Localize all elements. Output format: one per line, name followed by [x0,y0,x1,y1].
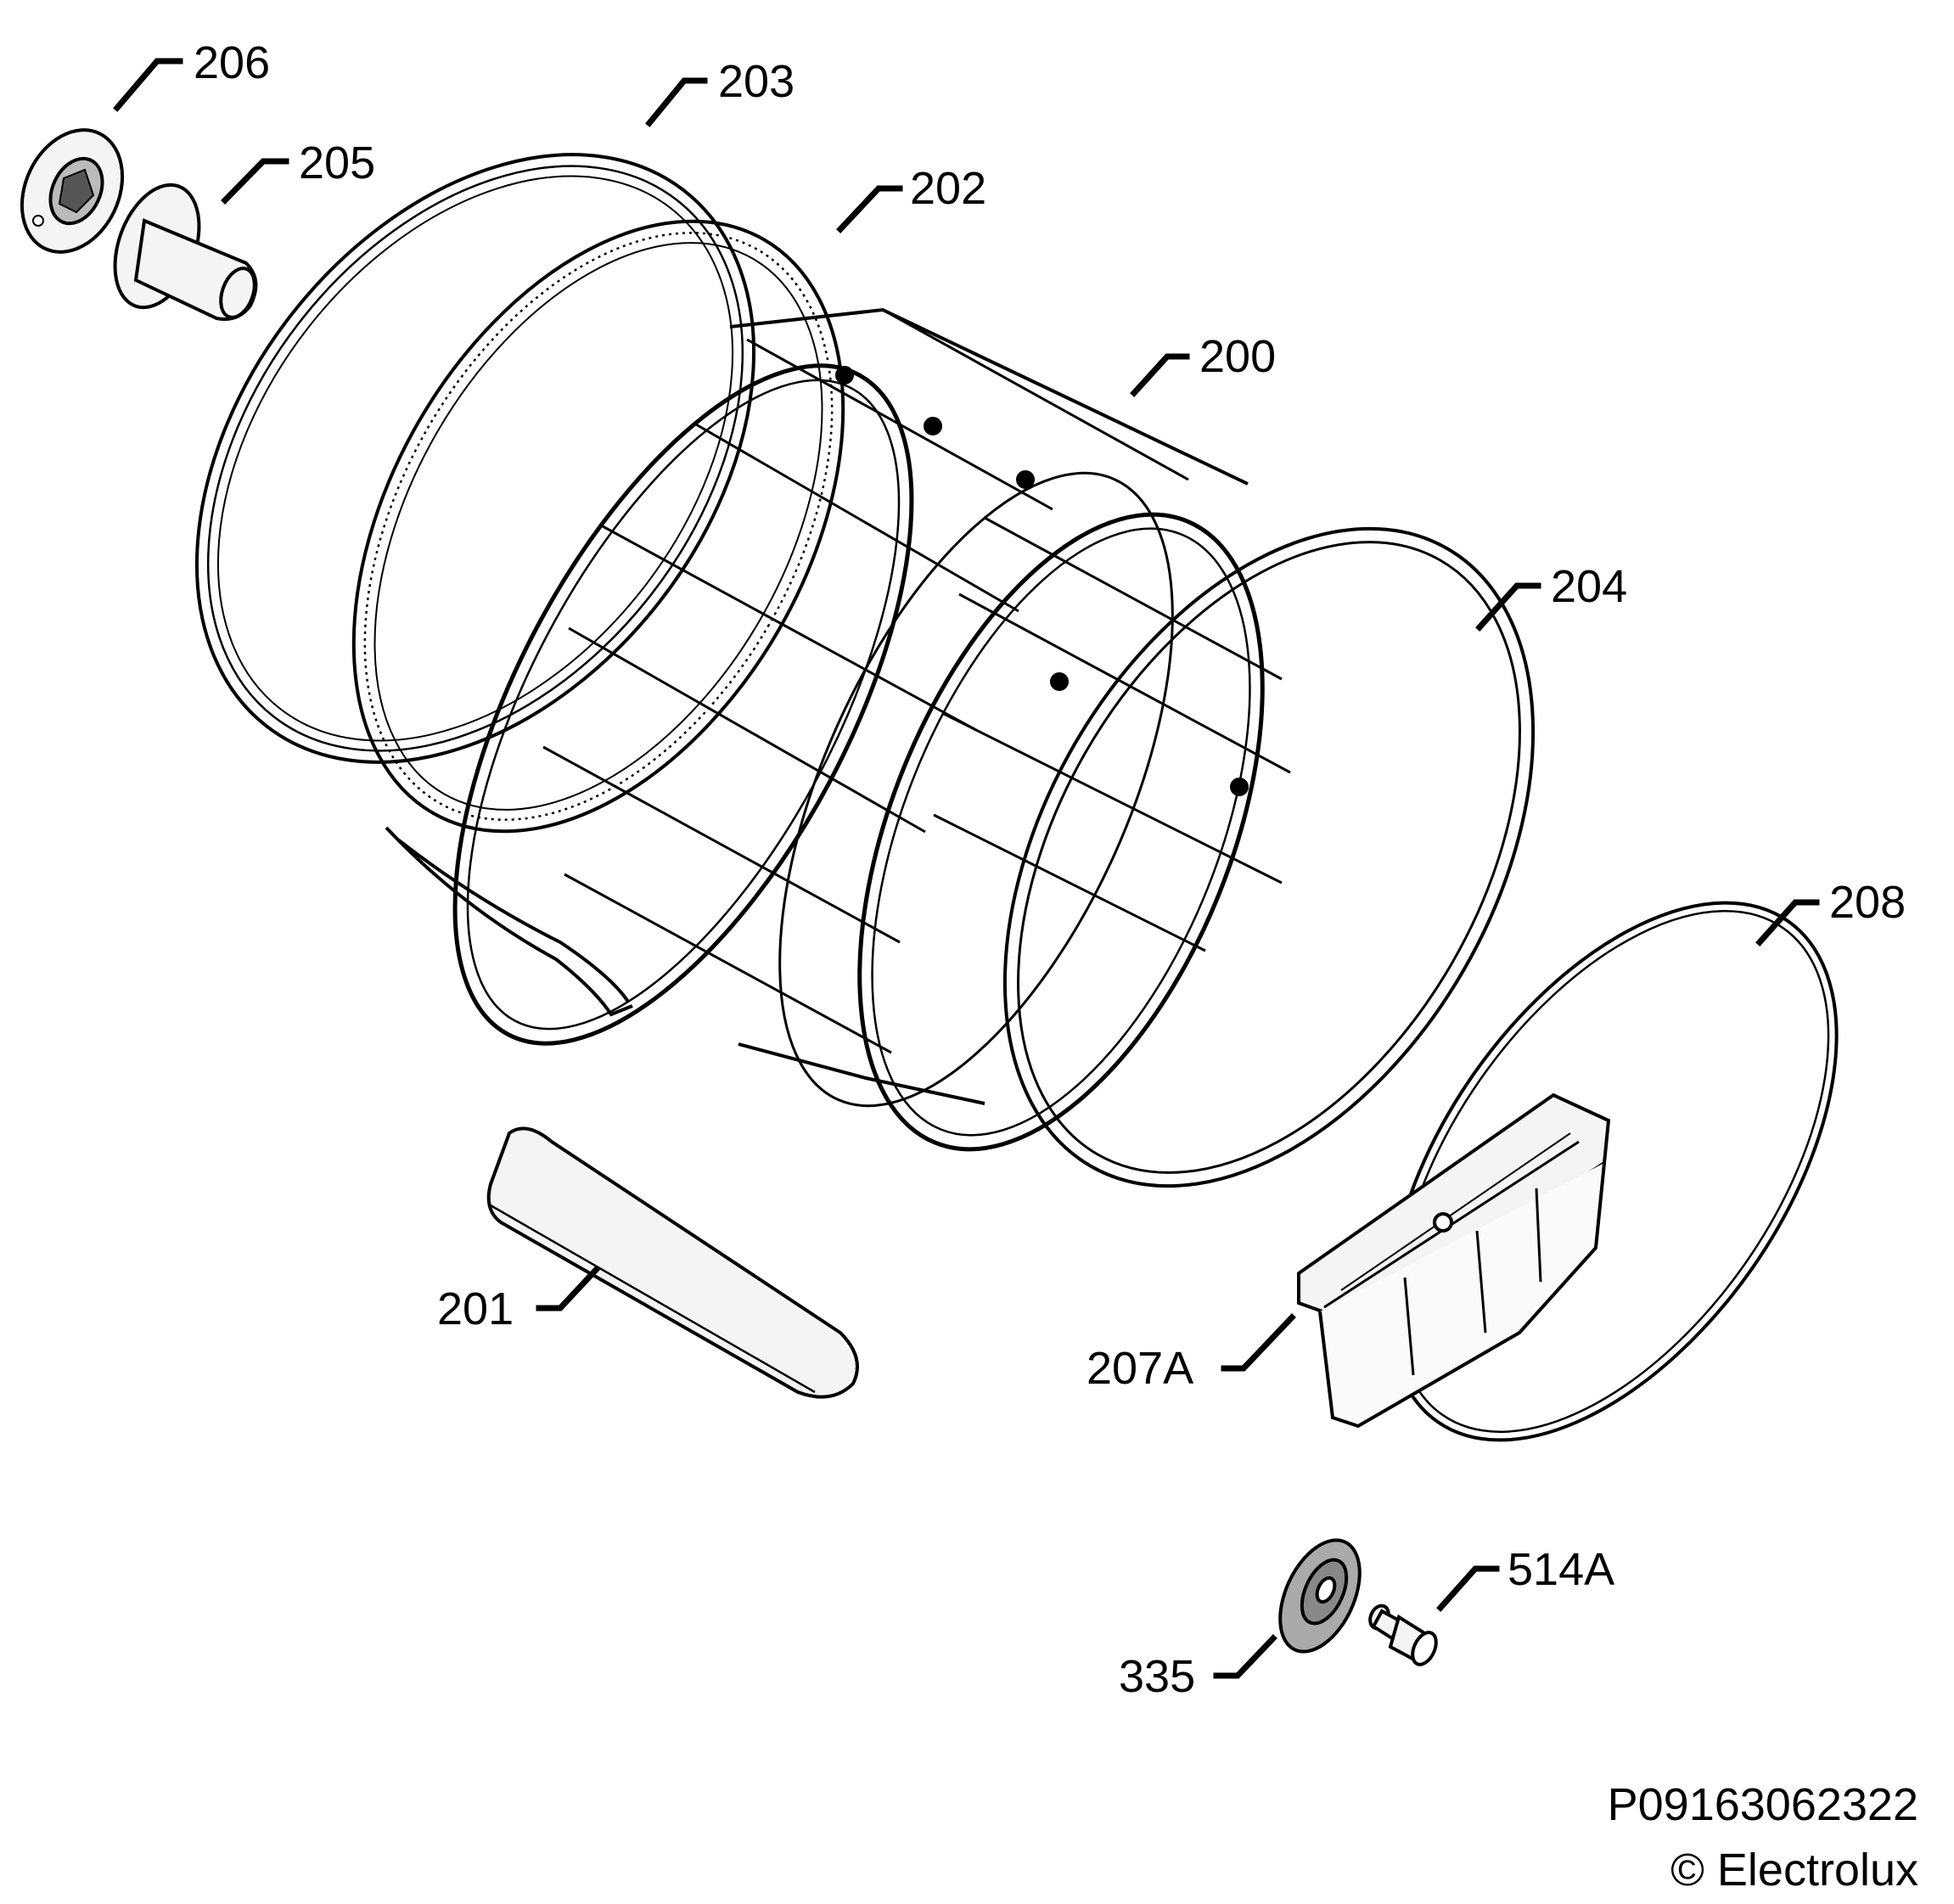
label-204: 204 [1551,561,1627,612]
leader-207a [1221,1313,1296,1372]
label-200: 200 [1199,331,1276,382]
leader-206 [113,58,183,112]
leader-204 [1475,582,1541,632]
part-207a-filter [1297,1092,1611,1429]
leader-200 [1130,353,1190,397]
leader-lines [113,58,1820,1679]
part-205-shaft [113,183,258,321]
leader-201 [536,1266,600,1311]
part-208-belt [1387,901,1839,1442]
label-335: 335 [1119,1651,1195,1702]
part-204-rear-seal [1002,526,1536,1188]
part-202-drum-seal [351,219,845,1017]
label-201: 201 [437,1283,514,1334]
leader-335 [1213,1634,1277,1679]
label-207a: 207A [1086,1343,1193,1394]
copyright: © Electrolux [1670,1845,1918,1896]
label-205: 205 [299,138,375,188]
part-203-front-seal [194,153,756,764]
leader-514a [1436,1565,1500,1612]
label-208: 208 [1829,877,1906,928]
part-335-pulley [1278,1538,1362,1654]
label-206: 206 [194,37,270,88]
part-200-drum [452,307,1291,1152]
leader-205 [221,158,289,205]
part-labels: 206 203 205 202 200 204 208 201 207A 514… [194,37,1906,1702]
leader-203 [645,77,708,127]
label-203: 203 [718,56,795,107]
label-202: 202 [910,163,986,214]
leader-208 [1755,899,1820,946]
label-514a: 514A [1508,1544,1614,1595]
part-206-bearing-cap [20,128,125,254]
part-514a-axle [1368,1604,1438,1666]
leader-202 [836,185,903,233]
diagram-code: P09163062322 [1607,1779,1918,1830]
part-201-lifter [486,1126,859,1399]
